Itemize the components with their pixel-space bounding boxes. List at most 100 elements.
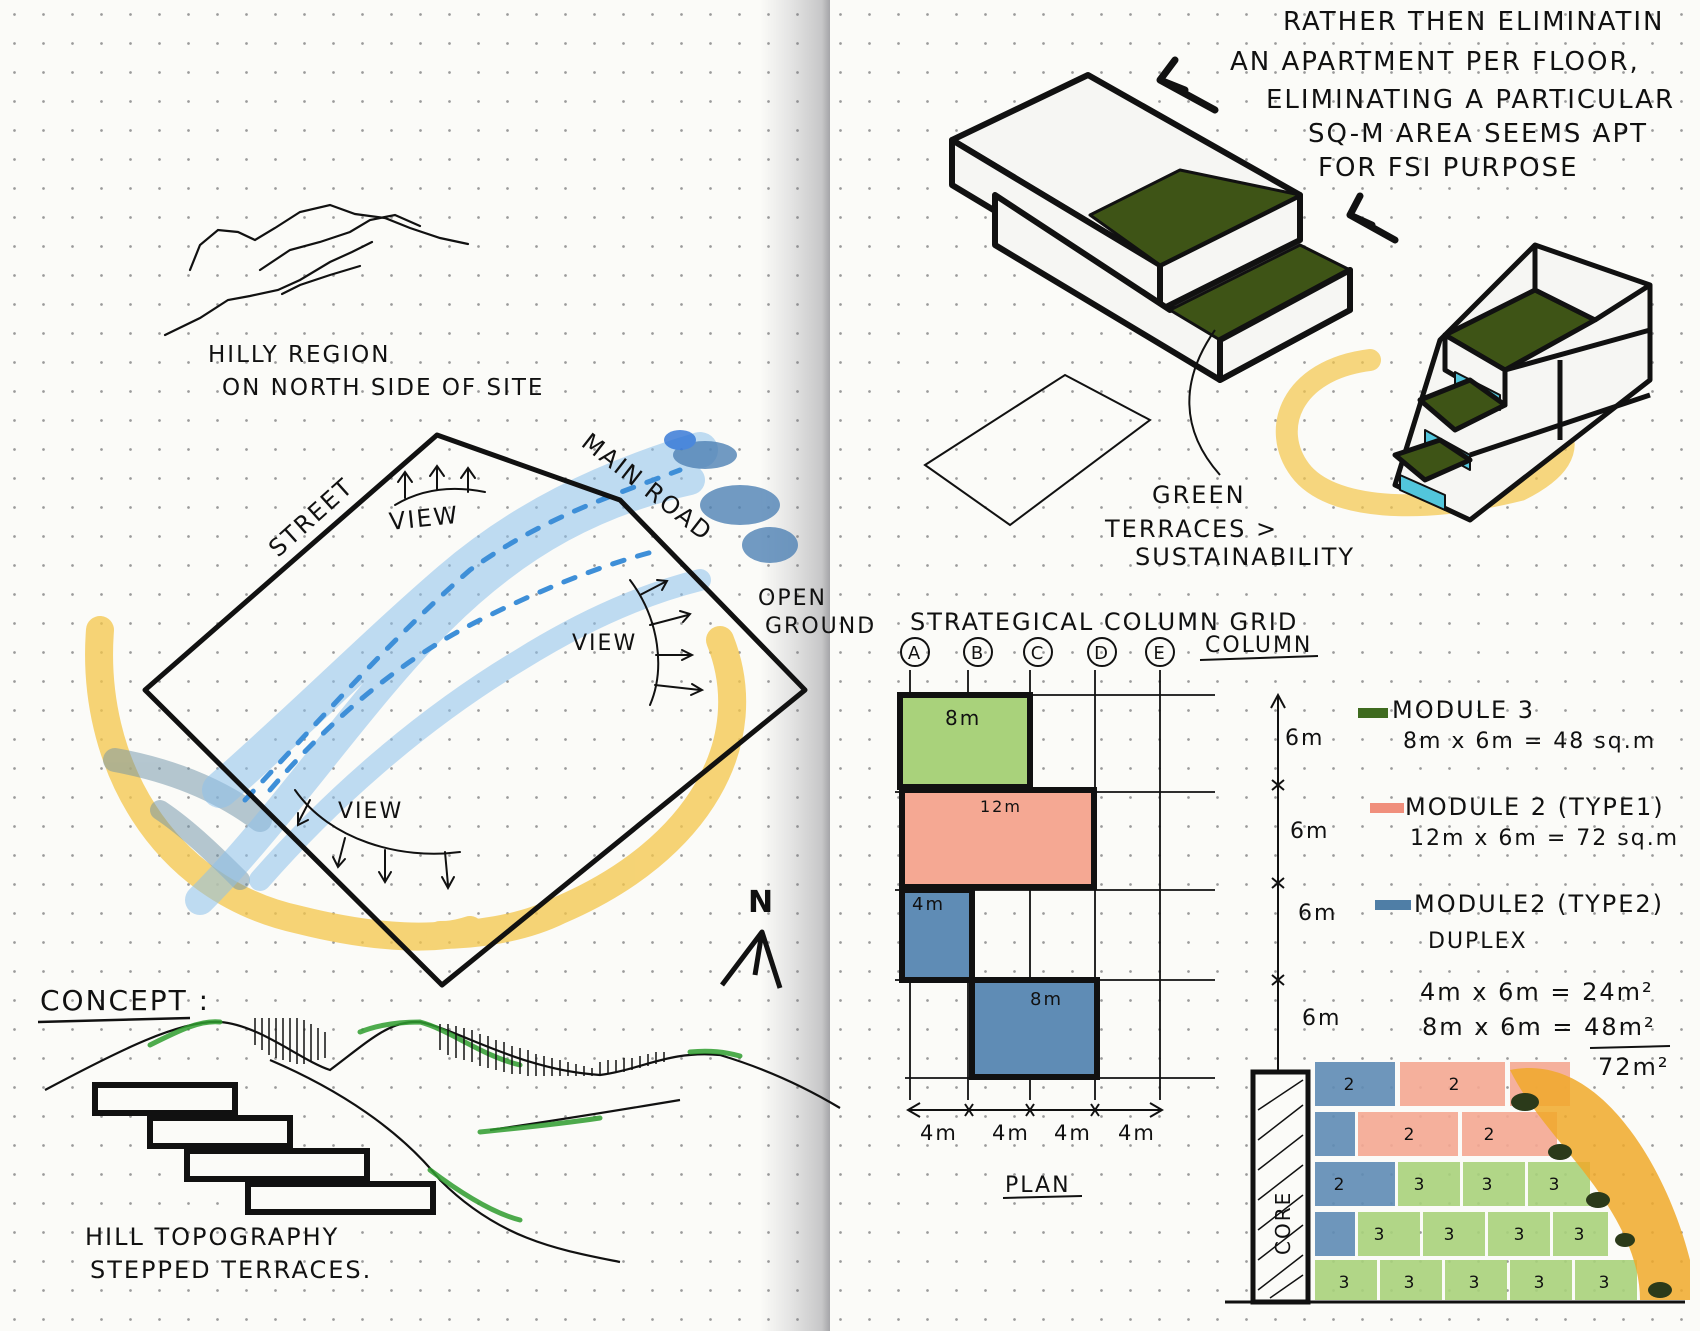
note-line5: FOR FSI PURPOSE: [1318, 153, 1579, 183]
row-dims: 6m 6m 6m 6m: [1285, 726, 1341, 1031]
plan-label-8m-a: 8m: [945, 706, 981, 730]
elevation-yellow-hill: [1510, 1068, 1690, 1300]
stepped-block-isometric: [949, 72, 1353, 383]
view-label-bottom: VIEW: [338, 799, 403, 824]
plan-caption: PLAN: [1005, 1173, 1071, 1198]
legend-module2-type2-detail: DUPLEX: [1428, 929, 1528, 954]
plan-modules: [897, 692, 1100, 1080]
row-dim-3: 6m: [1298, 901, 1337, 926]
plan-block-module2-type2-b: [969, 977, 1100, 1080]
column-underline: [1199, 655, 1319, 661]
core-block: CORE: [1225, 1069, 1685, 1305]
bottom-dims: 4m 4m 4m 4m: [920, 1121, 1154, 1145]
note-line2: AN APARTMENT PER FLOOR,: [1230, 47, 1640, 77]
yellow-swirl: [1275, 349, 1575, 517]
elev-num-10: 3: [1444, 1225, 1457, 1245]
elev-num-15: 3: [1469, 1273, 1482, 1293]
hills-sketch: [163, 203, 470, 337]
plan-block-labels: 8m 12m 4m 8m: [912, 706, 1063, 1010]
plan-block-module3: [897, 692, 1033, 790]
grid-col-e: E: [1153, 643, 1166, 664]
legend-module2-type2-title: MODULE2 (TYPE2): [1414, 890, 1664, 918]
concept-underline: [37, 1016, 191, 1024]
elevation-modules: [1315, 1062, 1637, 1300]
calc-line2: 8m x 6m = 48m²: [1422, 1013, 1656, 1041]
note-line4: SQ-M AREA SEEMS APT: [1308, 119, 1648, 149]
grid-col-a: A: [908, 643, 922, 664]
open-ground-label-2: GROUND: [765, 614, 876, 639]
elev-num-16: 3: [1534, 1273, 1547, 1293]
elev-num-9: 3: [1374, 1225, 1387, 1245]
core-label: CORE: [1271, 1191, 1295, 1255]
area-calculation: 4m x 6m = 24m² 8m x 6m = 48m² 72m²: [1420, 978, 1671, 1081]
grid-col-b: B: [971, 643, 985, 664]
calc-line1: 4m x 6m = 24m²: [1420, 978, 1654, 1006]
view-label-top: VIEW: [388, 501, 461, 536]
green-terraces-line3: SUSTAINABILITY: [1135, 543, 1355, 571]
row-dim-2: 6m: [1290, 819, 1329, 844]
elev-num-6: 3: [1414, 1175, 1427, 1195]
elev-num-13: 3: [1339, 1273, 1352, 1293]
elev-num-11: 3: [1514, 1225, 1527, 1245]
grid-column-letters: A B C D E: [908, 643, 1166, 664]
terrace-leader-line: [1188, 329, 1221, 476]
elev-num-3: 2: [1404, 1125, 1417, 1145]
grid-col-c: C: [1031, 643, 1046, 664]
concept-caption-line2: STEPPED TERRACES.: [90, 1256, 372, 1284]
hilly-caption-line1: HILLY REGION: [208, 342, 390, 368]
open-ground-label-1: OPEN: [758, 586, 827, 611]
yellow-highlight-washes: [85, 616, 747, 951]
calc-total: 72m²: [1598, 1053, 1670, 1081]
elev-num-8: 3: [1549, 1175, 1562, 1195]
elev-num-1: 2: [1344, 1075, 1357, 1095]
elev-num-17: 3: [1599, 1273, 1612, 1293]
view-label-right: VIEW: [572, 631, 637, 656]
hilly-caption-line2: ON NORTH SIDE OF SITE: [222, 375, 544, 401]
concept-green-edges: [147, 1019, 743, 1223]
view-arrows: [294, 464, 705, 891]
concept-caption-line1: HILL TOPOGRAPHY: [85, 1223, 339, 1251]
plan-underline: [1002, 1195, 1083, 1199]
plan-block-module2-type2-a: [899, 887, 975, 983]
blue-cloud-marks: [664, 430, 798, 563]
elev-num-4: 2: [1484, 1125, 1497, 1145]
green-terraces-caption: GREEN TERRACES > SUSTAINABILITY: [1104, 481, 1355, 571]
legend-swatch-module2-type2: [1375, 900, 1411, 910]
row-dim-1: 6m: [1285, 726, 1324, 751]
legend-module3-title: MODULE 3: [1392, 696, 1535, 724]
legend-swatch-module2-type1: [1370, 803, 1404, 813]
note-line3: ELIMINATING A PARTICULAR: [1266, 85, 1675, 115]
dim-4m-3: 4m: [1054, 1121, 1092, 1145]
north-label: N: [748, 885, 775, 920]
bottom-dimension-line: [906, 1102, 1164, 1118]
dim-4m-2: 4m: [992, 1121, 1030, 1145]
elevation-numbers: 2 2 2 2 2 3 3 3 3 3 3 3 3 3 3 3 3: [1334, 1075, 1612, 1293]
legend-module2-type1-title: MODULE 2 (TYPE1): [1405, 793, 1665, 821]
plan-label-12m: 12m: [980, 797, 1022, 816]
legend-module2-type1-detail: 12m x 6m = 72 sq.m: [1410, 826, 1679, 851]
concept-heading: CONCEPT :: [40, 984, 210, 1017]
ground-plane-sketch: [923, 373, 1152, 527]
fsi-note: RATHER THEN ELIMINATIN AN APARTMENT PER …: [1230, 7, 1675, 183]
hilly-region-caption: HILLY REGION ON NORTH SIDE OF SITE: [208, 342, 544, 401]
small-stepped-block: [1392, 242, 1653, 523]
elev-num-5: 2: [1334, 1175, 1347, 1195]
vertical-dimension-line: [1270, 692, 1286, 1075]
elev-num-2: 2: [1449, 1075, 1462, 1095]
grid-column-markers: [900, 637, 1175, 667]
blue-flow-dashes: [242, 467, 683, 803]
row-dim-4: 6m: [1302, 1006, 1341, 1031]
notebook-gutter: [760, 0, 830, 1331]
column-label: COLUMN: [1205, 633, 1312, 658]
grid-col-d: D: [1094, 643, 1110, 664]
plan-label-4m: 4m: [912, 894, 945, 915]
plan-label-8m-b: 8m: [1030, 989, 1063, 1010]
green-terraces-line1: GREEN: [1152, 481, 1246, 509]
green-terraces-line2: TERRACES >: [1104, 515, 1278, 543]
legend-module3-detail: 8m x 6m = 48 sq.m: [1403, 729, 1656, 754]
elev-num-12: 3: [1574, 1225, 1587, 1245]
elevation-shrubs: [1511, 1093, 1672, 1298]
note-line1: RATHER THEN ELIMINATIN: [1283, 7, 1664, 37]
direction-arrows: [1156, 56, 1399, 244]
